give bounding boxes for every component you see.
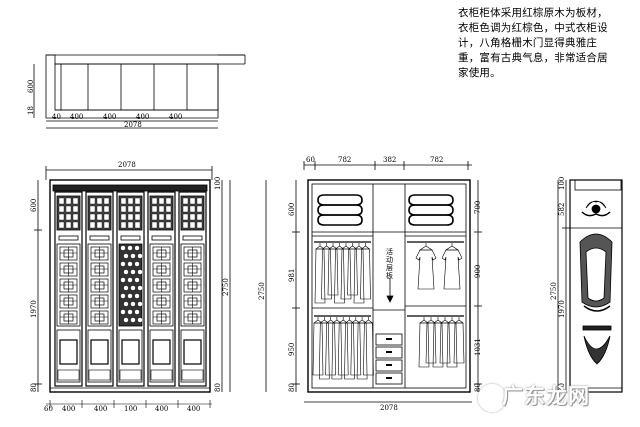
int-right-h2: 1031 <box>474 338 482 356</box>
top-view-dims: 40 400 400 400 400 2078 600 18 <box>27 80 182 129</box>
long-garment-6 <box>353 243 365 304</box>
side-582: 582 <box>558 203 566 216</box>
front-view-dims: 2078 600 1970 80 100 2750 80 60 400 400 … <box>30 161 230 413</box>
int-right-h3: 80 <box>474 383 482 392</box>
front-bottom-seg-4: 400 <box>155 405 168 413</box>
lower-garment-2 <box>325 317 336 376</box>
long-garment-4 <box>340 243 352 300</box>
front-top-small: 100 <box>214 177 222 190</box>
drawer-label-char-1: 动 <box>386 255 393 264</box>
front-top-band: 600 <box>30 199 38 212</box>
right-garment-3 <box>439 317 451 364</box>
top-seg-4: 400 <box>169 113 182 121</box>
right-garment-2 <box>432 317 444 368</box>
door-4 <box>178 191 207 387</box>
int-top-seg-2: 382 <box>383 156 396 164</box>
watermark-logo-icon <box>478 384 506 412</box>
side-door-height: 1970 <box>558 300 566 318</box>
int-top-seg-3: 782 <box>430 156 443 164</box>
side-top-small: 100 <box>558 177 566 190</box>
long-garment-3 <box>334 243 345 304</box>
front-bottom-seg-0: 60 <box>44 405 53 413</box>
long-garment-0 <box>314 243 326 304</box>
int-right-h1: 900 <box>474 265 482 278</box>
long-garment-5 <box>347 243 358 296</box>
int-left-h1: 981 <box>288 269 296 282</box>
side-height-total: 2750 <box>550 282 558 300</box>
hanging-clothes <box>312 243 465 380</box>
lower-garment-1 <box>318 317 330 380</box>
door-3 <box>147 191 176 387</box>
door-0 <box>54 191 83 387</box>
folded-stack-1-0 <box>408 194 454 206</box>
right-garment-5 <box>453 317 465 364</box>
lower-garment-8 <box>363 317 374 376</box>
long-garment-7 <box>360 243 371 300</box>
top-seg-0: 40 <box>52 113 61 121</box>
door-1 <box>85 191 114 387</box>
folded-stack-1-2 <box>408 214 454 226</box>
right-garment-4 <box>446 317 458 368</box>
top-view <box>33 54 246 129</box>
long-garment-2 <box>327 243 339 296</box>
front-bottom-seg-2: 400 <box>94 405 107 413</box>
drawer-label-char-0: 活 <box>386 247 393 256</box>
top-side: 18 <box>27 106 35 115</box>
int-left-h2: 950 <box>288 343 296 356</box>
front-bottom-seg-3: 100 <box>124 405 137 413</box>
lower-garment-3 <box>331 317 343 380</box>
side-view-dims: 100 582 2750 1970 80 <box>550 177 566 392</box>
right-garment-0 <box>418 317 430 368</box>
top-width-total: 2078 <box>124 121 142 129</box>
int-top-seg-1: 782 <box>338 156 351 164</box>
top-seg-1: 400 <box>70 113 83 121</box>
dress-1 <box>441 243 463 290</box>
lower-garment-4 <box>337 317 349 376</box>
interior-view <box>265 161 482 403</box>
top-seg-3: 400 <box>136 113 149 121</box>
description-text: 衣柜柜体采用红棕原木为板材，衣柜色调为红棕色，中式衣柜设计，八角格栅木门显得典雅… <box>458 7 608 79</box>
watermark: 广东龙网 <box>502 384 590 408</box>
front-height-total: 2750 <box>222 278 230 296</box>
front-bottom-small: 80 <box>214 383 222 392</box>
folded-stack-1-1 <box>408 204 454 216</box>
folded-stack-0-1 <box>317 204 363 216</box>
long-garment-1 <box>321 243 332 300</box>
drawer-label: 活 动 层 板 <box>386 247 393 280</box>
top-depth: 600 <box>27 80 35 93</box>
door-2 <box>116 191 145 387</box>
interior-view-dims: 60 782 382 782 2078 2750 600 981 950 80 … <box>258 156 482 412</box>
folded-stack-0-2 <box>317 214 363 226</box>
right-garment-1 <box>425 317 437 364</box>
front-door-height: 1970 <box>30 300 38 318</box>
drawer-label-char-2: 层 <box>386 264 393 272</box>
side-view <box>557 179 623 393</box>
front-bottom-seg-1: 400 <box>62 405 75 413</box>
front-bottom-small-left: 80 <box>30 383 38 392</box>
dress-0 <box>415 243 437 290</box>
int-left-h0: 600 <box>288 203 296 216</box>
lower-garment-0 <box>312 317 324 376</box>
int-right-h0: 700 <box>474 201 482 214</box>
front-doors <box>54 191 207 387</box>
side-bottom-small: 80 <box>558 383 566 392</box>
folded-clothes <box>317 194 454 226</box>
int-width-total: 2078 <box>380 404 398 412</box>
int-left-h3: 80 <box>288 383 296 392</box>
top-seg-2: 400 <box>103 113 116 121</box>
lower-garment-5 <box>344 317 355 380</box>
folded-stack-0-0 <box>317 194 363 206</box>
int-top-seg-0: 60 <box>306 156 315 164</box>
int-height-total: 2750 <box>258 282 266 300</box>
front-bottom-seg-5: 400 <box>187 405 200 413</box>
front-bottom-dimline <box>46 400 212 408</box>
lower-garment-7 <box>356 317 368 380</box>
lower-garment-6 <box>350 317 362 376</box>
front-width-total: 2078 <box>118 161 136 169</box>
front-view <box>34 166 231 393</box>
drawer-label-char-3: 板 <box>386 271 393 280</box>
